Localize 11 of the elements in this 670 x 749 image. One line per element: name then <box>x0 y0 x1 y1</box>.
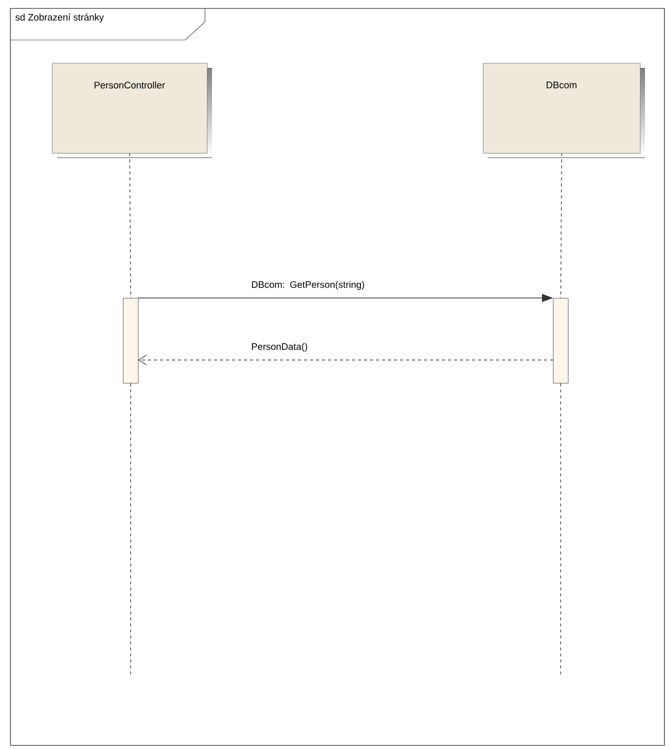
lifeline <box>130 383 132 676</box>
lifeline <box>129 153 132 298</box>
message-arrow <box>138 354 554 366</box>
activation-bar <box>553 298 568 384</box>
activation-bar <box>123 298 138 384</box>
lifeline-box: DBcom <box>483 63 640 154</box>
message-label: DBcom: GetPerson(string) <box>252 280 364 290</box>
lifeline <box>560 153 562 298</box>
message-label: PersonData() <box>252 342 308 352</box>
lifeline <box>560 383 562 676</box>
lifeline-box: PersonController <box>52 63 208 154</box>
